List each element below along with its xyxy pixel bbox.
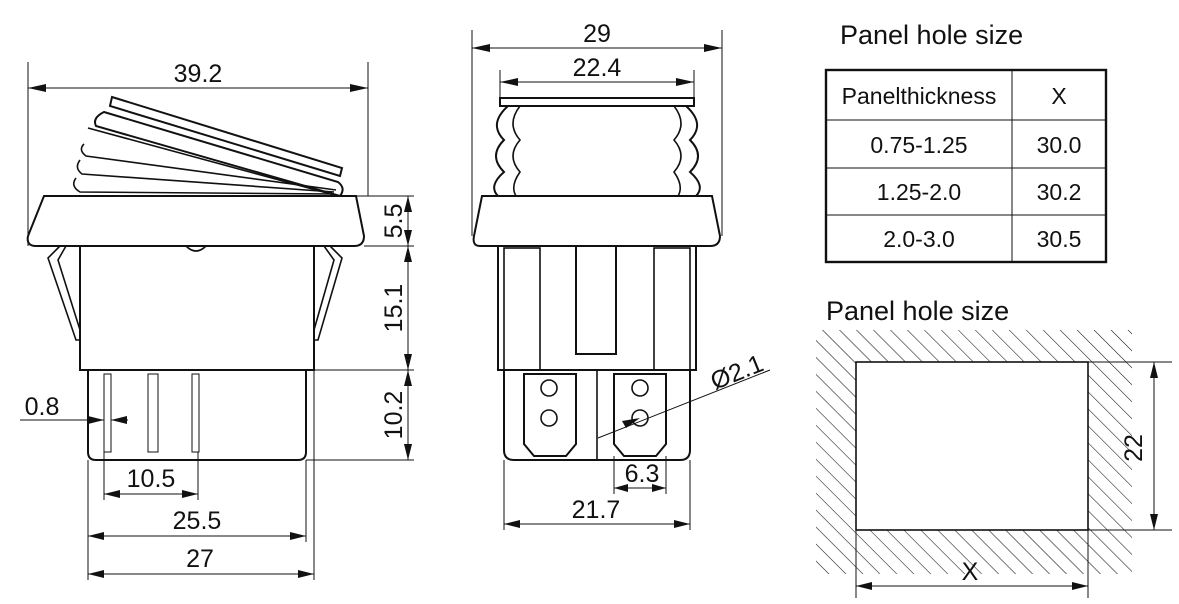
dim-21-7: 21.7 — [572, 496, 621, 524]
table-title: Panel hole size — [840, 20, 1023, 50]
dim-39-2: 39.2 — [174, 60, 223, 88]
dim-x: X — [962, 558, 979, 586]
dim-10-2: 10.2 — [380, 391, 408, 440]
dim-25-5: 25.5 — [173, 507, 222, 535]
table-cell: 30.5 — [1037, 226, 1082, 252]
dim-22: 22 — [1120, 434, 1148, 462]
panel-hole — [855, 361, 1089, 531]
bellows — [493, 105, 701, 197]
table-cell: 1.25-2.0 — [877, 179, 961, 205]
front-bezel — [472, 195, 722, 247]
table-cell: 2.0-3.0 — [883, 226, 955, 252]
panel-thickness-table: Panel hole size Panelthickness X 0.75-1.… — [824, 20, 1108, 264]
table-header-thickness: Panelthickness — [842, 83, 997, 109]
dim-5-5: 5.5 — [380, 204, 408, 239]
rocker-cap — [72, 95, 344, 198]
right-clip — [312, 245, 343, 341]
left-clip — [47, 245, 80, 341]
table-cell: 30.2 — [1037, 179, 1082, 205]
panel-hatch — [816, 330, 1132, 574]
terminal-block — [87, 369, 307, 461]
dim-6-3: 6.3 — [625, 460, 660, 488]
dim-22-4: 22.4 — [573, 54, 622, 82]
pins — [103, 373, 200, 453]
dim-15-1: 15.1 — [380, 284, 408, 333]
dim-27: 27 — [186, 545, 214, 573]
dim-diameter-2-1: Ø2.1 — [707, 349, 768, 395]
right-tab — [613, 373, 667, 457]
table-header-x: X — [1051, 83, 1066, 109]
top-plate — [499, 97, 695, 107]
side-view: 39.2 5.5 15.1 10.2 0.8 10.5 25.5 — [20, 60, 414, 580]
table-cell: 30.0 — [1037, 132, 1082, 158]
table-cell: 0.75-1.25 — [870, 132, 967, 158]
bezel — [26, 195, 366, 247]
dim-10-5: 10.5 — [127, 465, 176, 493]
housing — [79, 245, 315, 371]
dim-0-8: 0.8 — [25, 393, 60, 421]
dim-29: 29 — [583, 20, 611, 48]
left-tab — [523, 373, 577, 457]
panel-hole-title: Panel hole size — [826, 296, 1009, 326]
panel-hole-diagram: Panel hole size 22 X — [816, 296, 1172, 598]
front-view: 29 22.4 Ø2.1 6.3 21.7 — [471, 20, 771, 530]
